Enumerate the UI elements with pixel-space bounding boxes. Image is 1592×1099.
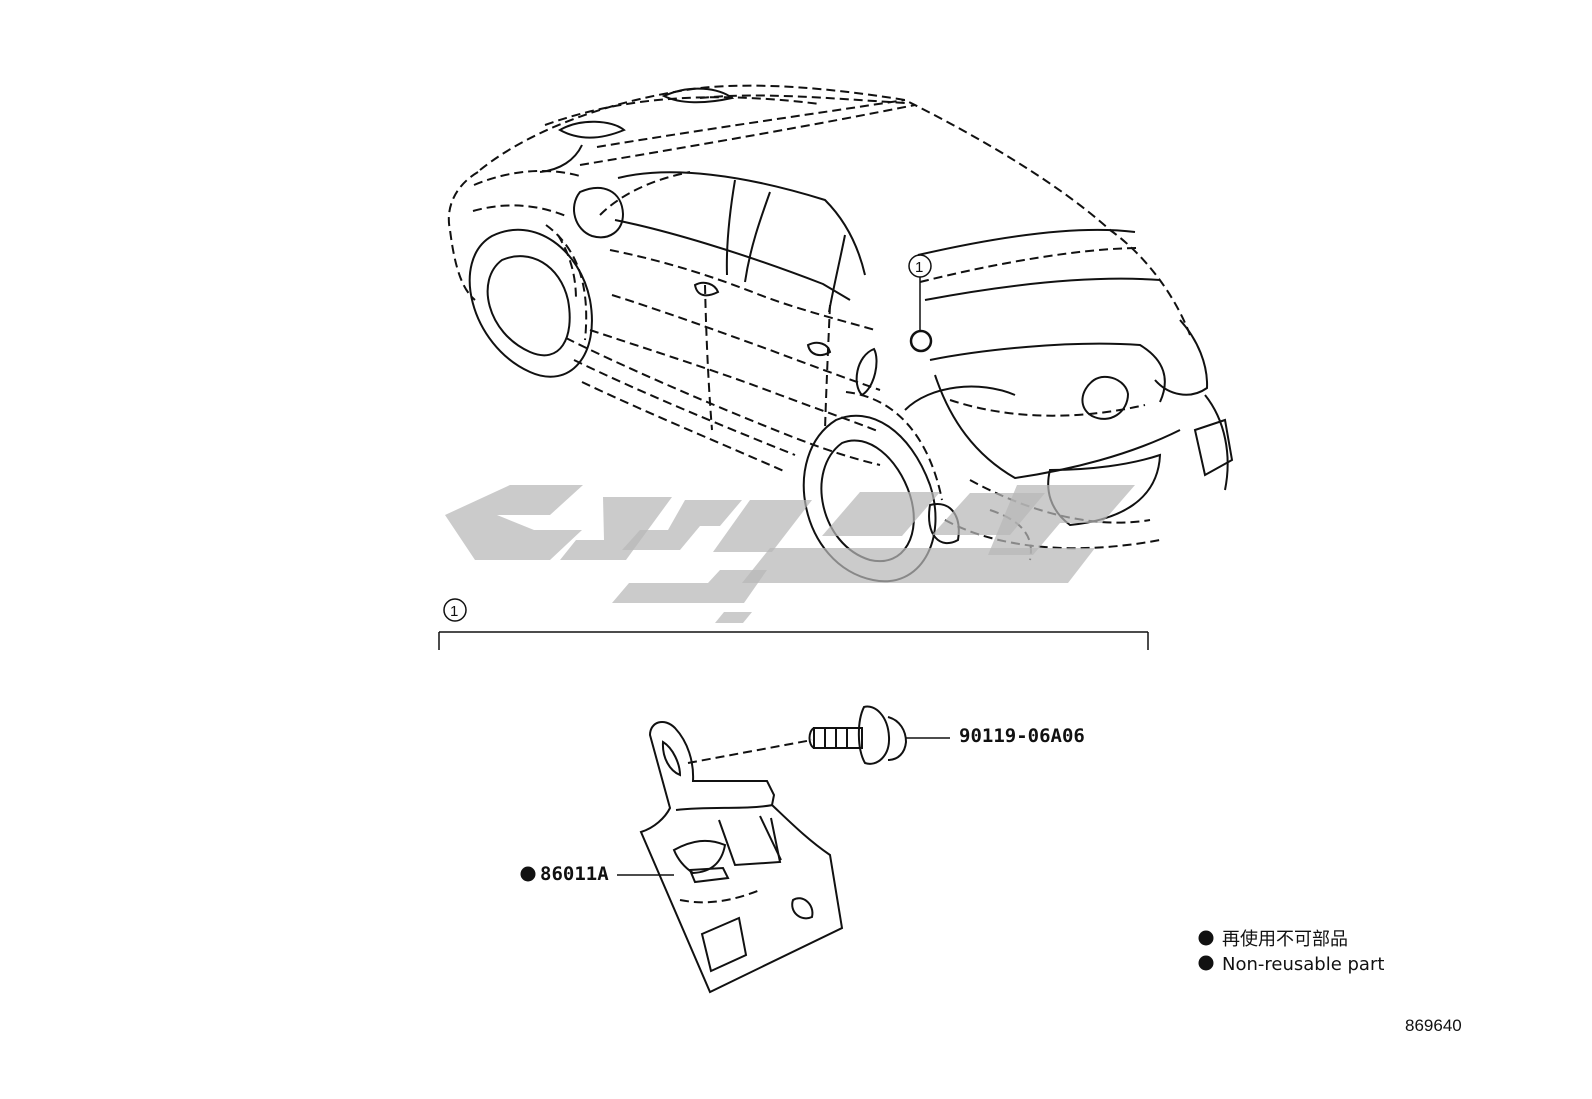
bolt-part-number: 90119-06A06 xyxy=(959,725,1085,747)
module-illustration xyxy=(617,720,844,994)
non-reusable-bullet-icon xyxy=(520,866,536,882)
watermark-logo xyxy=(445,485,1135,623)
legend: 再使用不可部品 Non-reusable part xyxy=(1198,929,1384,975)
legend-bullet-icon xyxy=(1198,930,1214,946)
legend-english: Non-reusable part xyxy=(1222,954,1384,975)
diagram-reference-number: 869640 xyxy=(1405,1016,1462,1035)
bolt-illustration xyxy=(687,705,950,765)
module-part-number: 86011A xyxy=(540,863,609,885)
vehicle-callout-number: 1 xyxy=(915,259,923,276)
legend-bullet-icon xyxy=(1198,955,1214,971)
legend-japanese: 再使用不可部品 xyxy=(1222,929,1348,950)
group-callout-number: 1 xyxy=(450,603,458,620)
vehicle-illustration xyxy=(447,84,1234,583)
group-bracket xyxy=(438,598,1149,650)
